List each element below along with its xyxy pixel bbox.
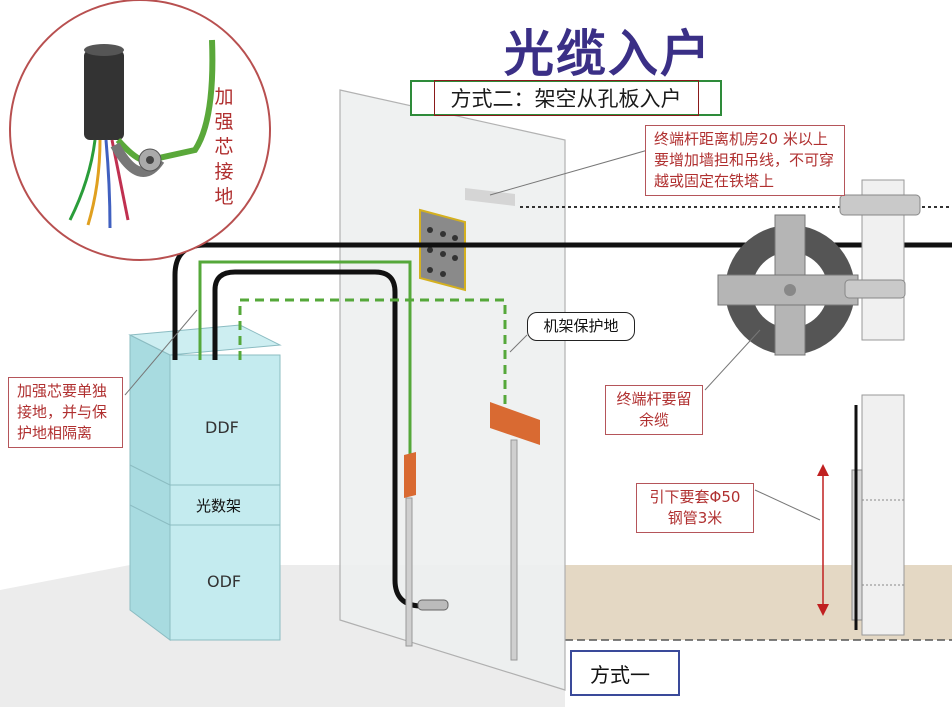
rack-side xyxy=(129,334,171,641)
leader-core-ground xyxy=(124,309,198,396)
method-two-box: 方式二：架空从孔板入户 xyxy=(410,80,722,116)
note-pole-distance: 终端杆距离机房20 米以上要增加墙担和吊线，不可穿越或固定在铁塔上 xyxy=(645,125,845,196)
rack-optical-label: 光数架 xyxy=(196,497,242,515)
note-steel-pipe: 引下要套Φ50钢管3米 xyxy=(636,483,754,533)
leader-rack-ground xyxy=(509,334,528,353)
method-two-label: 方式二：架空从孔板入户 xyxy=(433,80,699,116)
cable-slack-reel xyxy=(717,214,859,356)
rack-odf-label: ODF xyxy=(207,572,242,591)
rack-ddf-label: DDF xyxy=(205,418,239,437)
inset-cable xyxy=(68,39,216,229)
wall-bracket xyxy=(465,188,515,206)
rack-ground-wire xyxy=(238,298,507,415)
inset-label: 加强芯接地 xyxy=(214,86,234,208)
leader-steel-pipe xyxy=(754,489,821,521)
cable-floor-sleeve xyxy=(417,599,449,611)
dimension-arrow-bottom xyxy=(817,604,829,616)
note-core-ground: 加强芯要单独接地，并与保护地相隔离 xyxy=(8,377,123,448)
rack-divider-3 xyxy=(129,464,171,486)
leader-slack xyxy=(704,329,761,391)
method-one-box: 方式一 xyxy=(570,650,680,696)
entry-plate-bolts xyxy=(427,227,458,277)
note-slack: 终端杆要留余缆 xyxy=(605,385,703,435)
method-one-label: 方式一 xyxy=(590,662,650,687)
core-ground-rod xyxy=(405,497,413,647)
core-ground-bar xyxy=(404,452,416,498)
inset-circle xyxy=(9,0,271,261)
rack-ground-bar xyxy=(490,402,540,445)
core-ground-wire xyxy=(198,260,412,455)
rack-top xyxy=(128,324,282,356)
wall-panel xyxy=(339,89,566,691)
note-rack-ground: 机架保护地 xyxy=(527,312,635,341)
pole-clamp xyxy=(839,194,921,216)
inner-cable xyxy=(212,269,421,609)
rack-divider-4 xyxy=(129,504,171,526)
terminal-pole-bottom xyxy=(861,394,905,636)
entry-plate xyxy=(419,208,466,292)
pole-clamp-2 xyxy=(844,279,906,299)
leader-pole-distance xyxy=(489,149,649,196)
page-title: 光缆入户 xyxy=(504,25,712,83)
rack-ground-rod xyxy=(510,439,518,661)
rack-front xyxy=(169,354,281,641)
dimension-arrow-top xyxy=(817,464,829,476)
